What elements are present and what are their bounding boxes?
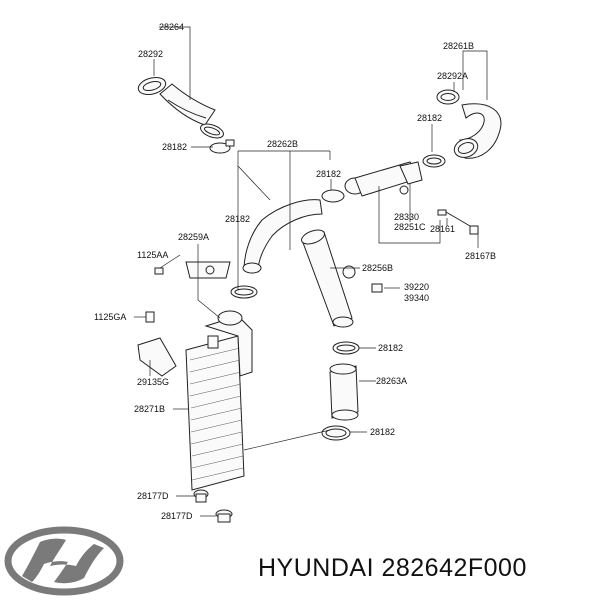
leader-lines (134, 26, 488, 517)
label-28161: 28161 (430, 224, 455, 234)
part-number-caption: HYUNDAI 282642F000 (258, 554, 527, 582)
bracket-28259A (154, 261, 231, 279)
label-28167B: 28167B (465, 251, 496, 261)
label-1125GA: 1125GA (94, 312, 126, 322)
label-28259A: 28259A (178, 232, 209, 242)
label-28182: 28182 (417, 113, 442, 123)
pipe-28256B (301, 229, 383, 328)
hyundai-logo-icon (4, 526, 124, 596)
label-28177D: 28177D (161, 511, 193, 521)
label-28251C: 28251C (394, 222, 426, 232)
label-28182: 28182 (370, 427, 395, 437)
label-28177D: 28177D (137, 491, 169, 501)
label-28263A: 28263A (376, 376, 407, 386)
label-28292: 28292 (138, 49, 163, 59)
label-28271B: 28271B (134, 404, 165, 414)
hose-28264 (137, 76, 235, 154)
part-labels: 28264 28292 28182 28262B 28182 28182 282… (94, 22, 496, 521)
label-29135G: 29135G (137, 377, 169, 387)
label-1125AA: 1125AA (137, 250, 168, 260)
label-28256B: 28256B (362, 263, 393, 273)
label-39220: 39220 (404, 282, 429, 292)
label-28182: 28182 (378, 343, 403, 353)
hose-28261B (422, 89, 502, 168)
label-28262B: 28262B (267, 139, 298, 149)
label-28330: 28330 (394, 212, 419, 222)
label-28182: 28182 (162, 142, 187, 152)
mount-28177D (193, 489, 233, 523)
label-28261B: 28261B (443, 41, 474, 51)
label-39340: 39340 (404, 293, 429, 303)
label-28182: 28182 (316, 169, 341, 179)
label-28182: 28182 (225, 214, 250, 224)
label-28264: 28264 (159, 22, 184, 32)
pipe-28251C (321, 161, 479, 235)
pipe-28262B (230, 199, 323, 299)
intercooler-28271B (185, 310, 253, 491)
hose-28263A (321, 341, 360, 441)
label-28292A: 28292A (437, 71, 468, 81)
bracket-29135G (137, 311, 177, 377)
